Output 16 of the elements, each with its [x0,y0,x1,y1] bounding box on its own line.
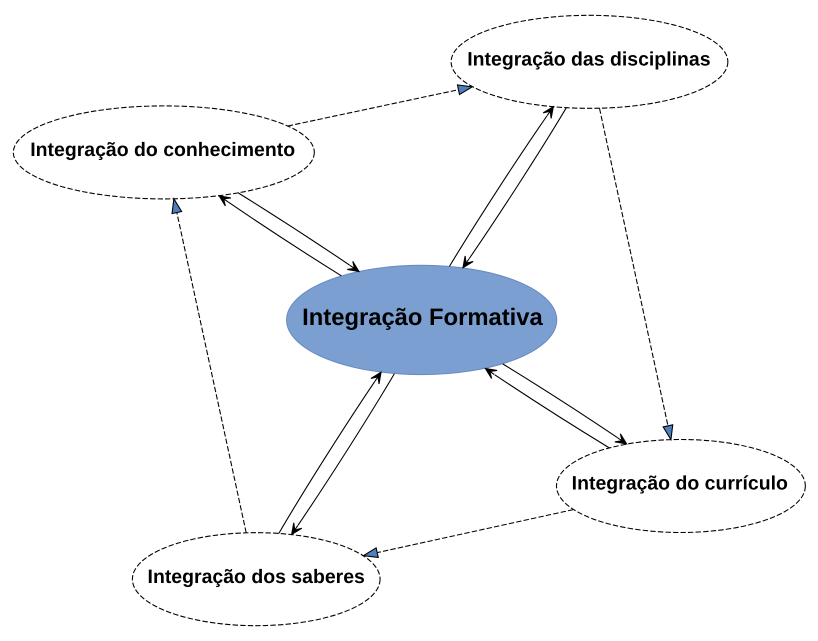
arrow [448,106,554,267]
arrow [287,84,474,127]
node-ellipse: Integração do conhecimento [12,105,314,200]
arrow [361,509,573,558]
arrow [484,368,610,448]
arrow [598,108,673,442]
arrow [218,195,342,276]
node-ellipse: Integração das disciplinas [450,14,728,109]
node-ellipse: Integração do currículo [555,438,806,534]
arrow [462,108,566,268]
node-ellipse: Integração Formativa [286,264,557,376]
arrow [278,372,382,534]
arrow [237,192,360,272]
arrow [170,197,246,533]
arrow [290,373,394,535]
arrow [502,363,627,444]
